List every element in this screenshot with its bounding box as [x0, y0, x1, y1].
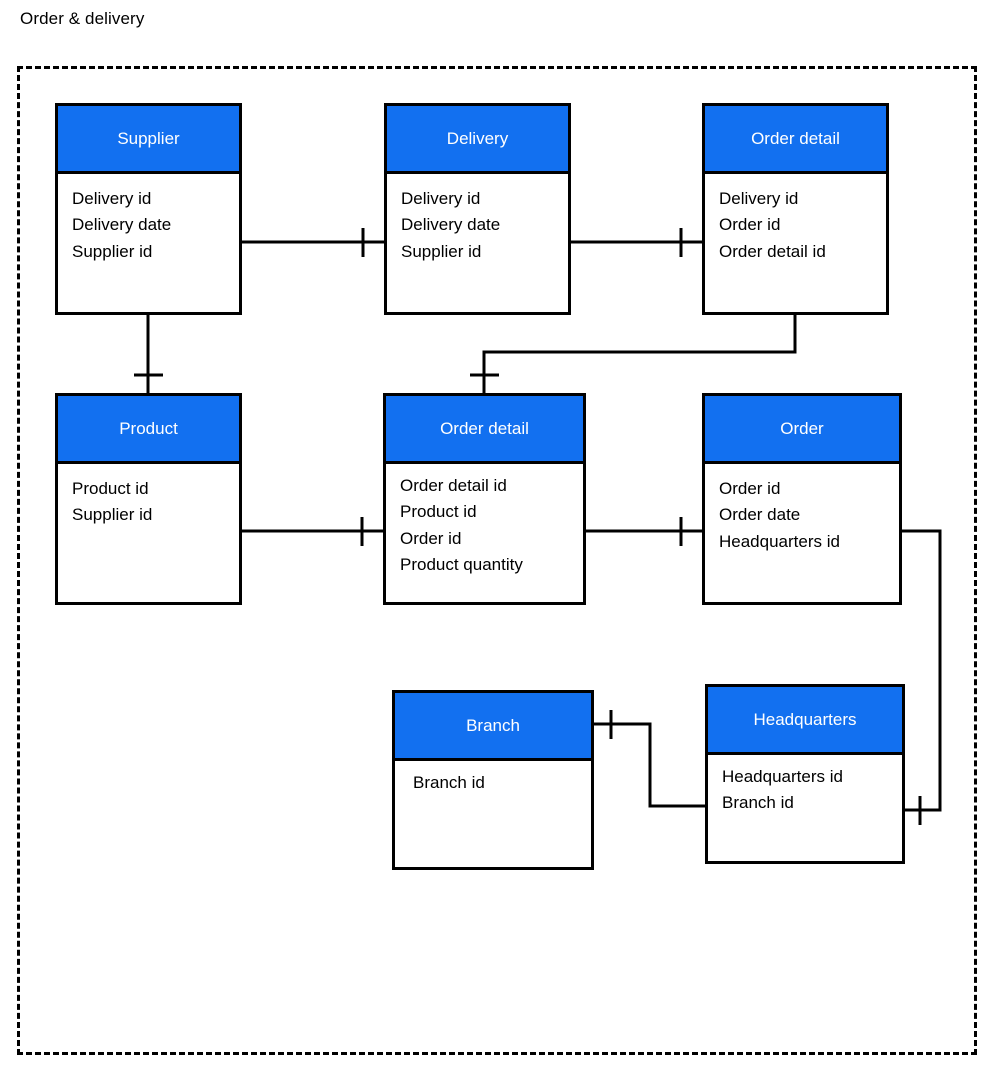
- entity-header-delivery: Delivery: [387, 106, 568, 174]
- field-item: Order id: [400, 528, 462, 548]
- entity-fields-order-detail-top: Delivery id Order id Order detail id: [705, 174, 886, 265]
- entity-title: Product: [119, 419, 178, 438]
- entity-title: Headquarters: [753, 710, 857, 729]
- entity-header-supplier: Supplier: [58, 106, 239, 174]
- entity-fields-order-detail-main: Order detail id Product id Order id Prod…: [386, 464, 583, 578]
- entity-order-detail-main[interactable]: Order detail Order detail id Product id …: [383, 393, 586, 605]
- field-item: Product id: [400, 502, 477, 522]
- field-item: Order id: [719, 215, 781, 235]
- entity-header-order-detail-top: Order detail: [705, 106, 886, 174]
- field-item: Order detail id: [400, 476, 507, 495]
- field-item: Delivery id: [401, 189, 481, 208]
- field-item: Headquarters id: [719, 531, 840, 551]
- field-item: Delivery date: [401, 215, 501, 235]
- entity-fields-order: Order id Order date Headquarters id: [705, 464, 899, 555]
- entity-product[interactable]: Product Product id Supplier id: [55, 393, 242, 605]
- field-item: Delivery id: [72, 189, 152, 208]
- entity-fields-delivery: Delivery id Delivery date Supplier id: [387, 174, 568, 265]
- entity-header-branch: Branch: [395, 693, 591, 761]
- entity-header-product: Product: [58, 396, 239, 464]
- entity-fields-headquarters: Headquarters id Branch id: [708, 755, 902, 817]
- page-title: Order & delivery: [20, 9, 145, 28]
- field-item: Supplier id: [72, 241, 153, 261]
- entity-header-order: Order: [705, 396, 899, 464]
- field-item: Delivery id: [719, 189, 799, 208]
- field-item: Branch id: [722, 793, 794, 813]
- entity-title: Supplier: [117, 129, 180, 148]
- entity-header-order-detail-main: Order detail: [386, 396, 583, 464]
- entity-title: Order: [780, 419, 824, 438]
- entity-header-headquarters: Headquarters: [708, 687, 902, 755]
- field-item: Order date: [719, 505, 801, 525]
- field-item: Product quantity: [400, 555, 523, 575]
- entity-fields-branch: Branch id: [395, 761, 591, 796]
- entity-headquarters[interactable]: Headquarters Headquarters id Branch id: [705, 684, 905, 864]
- field-item: Supplier id: [72, 505, 153, 525]
- entity-title: Delivery: [446, 129, 509, 148]
- entity-fields-supplier: Delivery id Delivery date Supplier id: [58, 174, 239, 265]
- field-item: Branch id: [413, 773, 485, 792]
- entity-title: Order detail: [751, 129, 840, 148]
- entity-fields-product: Product id Supplier id: [58, 464, 239, 529]
- diagram-frame: [17, 66, 977, 1055]
- field-item: Order detail id: [719, 241, 826, 261]
- entity-branch[interactable]: Branch Branch id: [392, 690, 594, 870]
- entity-delivery[interactable]: Delivery Delivery id Delivery date Suppl…: [384, 103, 571, 315]
- entity-title: Order detail: [440, 419, 529, 438]
- field-item: Delivery date: [72, 215, 172, 235]
- field-item: Supplier id: [401, 241, 482, 261]
- field-item: Order id: [719, 479, 781, 498]
- entity-supplier[interactable]: Supplier Delivery id Delivery date Suppl…: [55, 103, 242, 315]
- entity-order-detail-top[interactable]: Order detail Delivery id Order id Order …: [702, 103, 889, 315]
- entity-title: Branch: [466, 716, 520, 735]
- entity-order[interactable]: Order Order id Order date Headquarters i…: [702, 393, 902, 605]
- field-item: Product id: [72, 479, 149, 498]
- field-item: Headquarters id: [722, 767, 843, 786]
